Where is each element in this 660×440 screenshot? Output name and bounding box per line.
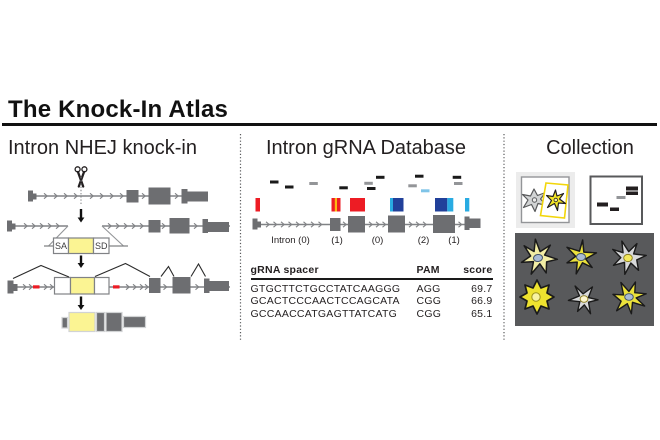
pam-value: AGG	[416, 282, 441, 295]
grna-table: gRNA spacer PAM score GTGCTTCTGCCTATCAAG…	[250, 264, 493, 321]
grna-table-row: GCACTCCCAACTCCAGCATA CGG 66.9	[251, 295, 493, 308]
splice-acceptor-label: SA	[54, 241, 67, 251]
grna-site-mark	[113, 285, 120, 289]
splice-junction-lines	[12, 262, 206, 279]
score-value: 65.1	[471, 307, 493, 320]
cell	[612, 240, 647, 276]
grna-table-row: GCCAACCATGAGTTATCATG CGG 65.1	[251, 308, 493, 321]
intron-heat-blocks	[255, 198, 470, 212]
panel-header-nhej: Intron NHEJ knock-in	[8, 137, 197, 159]
grna-spacer-sequence: GCACTCCCAACTCCAGCATA	[250, 295, 400, 308]
grna-spacer-sequence: GCCAACCATGAGTTATCATG	[250, 307, 398, 320]
cell	[566, 239, 598, 275]
title-underline	[2, 123, 657, 126]
score-value: 69.7	[471, 282, 493, 295]
intron-count-label: (1)	[448, 234, 460, 246]
intron-count-label: (1)	[331, 234, 343, 246]
gel-bands-icon	[589, 175, 643, 225]
down-arrow	[77, 296, 85, 310]
intron-count-label: (0)	[371, 234, 384, 246]
column-header-spacer: gRNA spacer	[250, 264, 319, 276]
grna-table-row: GTGCTTCTGCCTATCAAGGG AGG 69.7	[251, 283, 493, 296]
intron-count-label: Intron (0)	[271, 234, 310, 246]
page-title: The Knock-In Atlas	[8, 96, 229, 123]
panel-header-collection: Collection	[546, 137, 634, 159]
down-arrow	[77, 209, 85, 223]
column-header-pam: PAM	[416, 264, 440, 276]
grna-table-header: gRNA spacer PAM score	[250, 264, 493, 280]
nhej-diagram	[7, 166, 230, 333]
intron-count-label: (2)	[417, 234, 430, 246]
microscopy-cells-image	[515, 233, 654, 326]
grna-site-mark	[33, 285, 40, 289]
cell	[612, 281, 647, 315]
down-arrow	[77, 255, 85, 268]
gene-row-knockin	[7, 262, 230, 295]
column-header-score: score	[463, 264, 493, 276]
pam-value: CGG	[416, 295, 442, 308]
grna-scatter-bars	[270, 174, 463, 193]
grna-database-diagram	[252, 174, 481, 233]
cell	[520, 238, 559, 275]
splice-donor-label: SD	[94, 241, 108, 251]
panel-header-database: Intron gRNA Database	[265, 137, 467, 159]
sa-sd-cassette	[44, 237, 128, 255]
cell	[519, 279, 555, 315]
gene-row-intact	[28, 187, 208, 205]
score-value: 66.9	[471, 295, 493, 308]
pam-value: CGG	[416, 307, 442, 320]
collection-diagram	[515, 172, 654, 326]
gene-model	[252, 215, 481, 233]
fusion-transcript	[61, 311, 147, 333]
grna-spacer-sequence: GTGCTTCTGCCTATCAAGGG	[250, 282, 401, 295]
scissors-icon	[74, 166, 88, 188]
gene-row-cut	[7, 218, 230, 247]
facs-plot-icon	[516, 172, 575, 228]
cell	[567, 285, 599, 315]
